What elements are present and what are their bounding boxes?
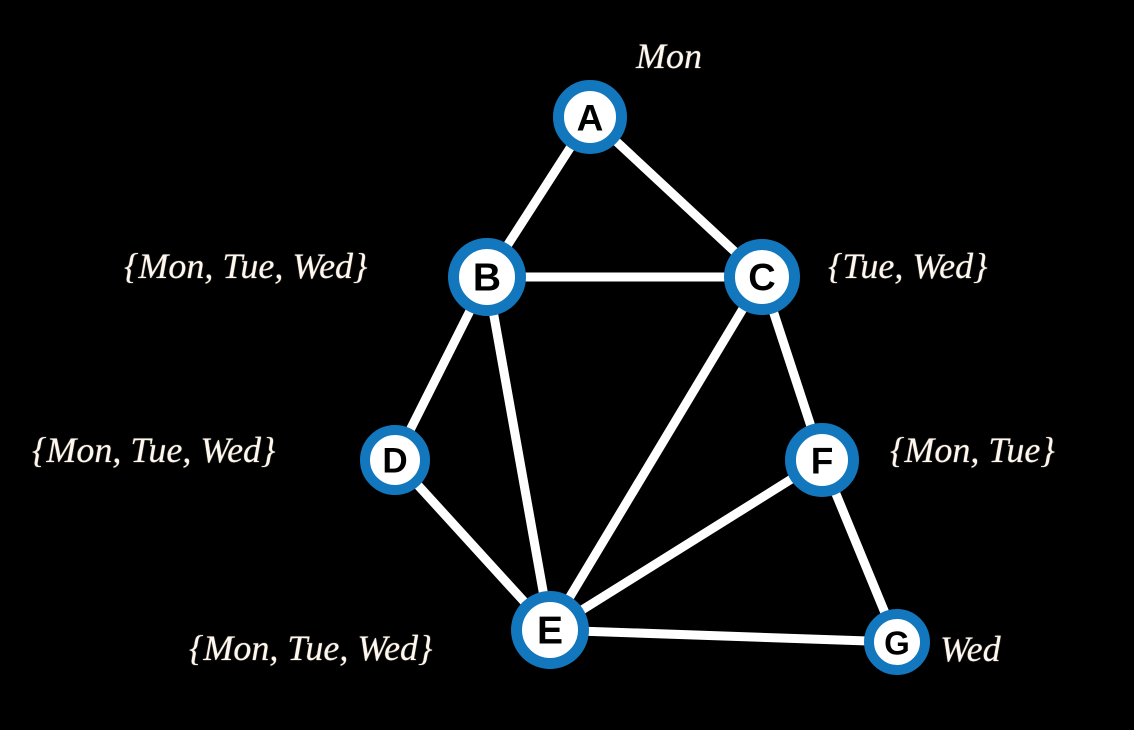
graph-edge-c-f [768, 304, 817, 434]
graph-edge-e-f [575, 472, 799, 616]
node-circle-e [511, 591, 589, 669]
node-circle-d [360, 425, 430, 495]
node-circle-c [724, 239, 800, 315]
domain-label-e: {Mon, Tue, Wed} [189, 628, 433, 668]
graph-edge-f-g [830, 486, 891, 620]
domain-label-b: {Mon, Tue, Wed} [124, 246, 368, 286]
domain-label-g: Wed [940, 629, 1001, 669]
graph-node-e[interactable]: E [511, 591, 589, 669]
graph-node-b[interactable]: B [448, 238, 526, 316]
graph-node-g[interactable]: G [864, 609, 930, 675]
domain-label-f: {Mon, Tue} [890, 430, 1055, 470]
graph-node-d[interactable]: D [360, 425, 430, 495]
node-label-g: G [884, 625, 910, 662]
domain-label-d: {Mon, Tue, Wed} [32, 430, 276, 470]
node-circle-b [448, 238, 526, 316]
node-label-f: F [811, 441, 834, 482]
graph-edge-b-d [404, 303, 476, 437]
node-label-c: C [748, 257, 775, 299]
graph-node-c[interactable]: C [724, 239, 800, 315]
node-label-b: B [473, 257, 501, 300]
graph-node-f[interactable]: F [785, 423, 859, 497]
domain-label-a: Mon [636, 36, 702, 76]
node-circle-g [864, 609, 930, 675]
node-label-d: D [382, 442, 407, 481]
node-circle-f [785, 423, 859, 497]
graph-node-a[interactable]: A [553, 80, 627, 154]
node-label-a: A [577, 98, 604, 139]
nodes-layer: A B C D E F G [360, 80, 930, 675]
graph-edge-e-g [580, 626, 873, 646]
graph-edge-a-b [501, 140, 577, 253]
domain-label-c: {Tue, Wed} [828, 246, 988, 286]
graph-edge-a-c [609, 134, 742, 259]
graph-edge-d-e [411, 478, 531, 609]
node-circle-a [553, 80, 627, 154]
graph-edge-c-e [563, 301, 749, 605]
node-label-e: E [537, 610, 563, 653]
graph-edge-b-e [488, 306, 549, 601]
edges-layer [404, 134, 891, 646]
